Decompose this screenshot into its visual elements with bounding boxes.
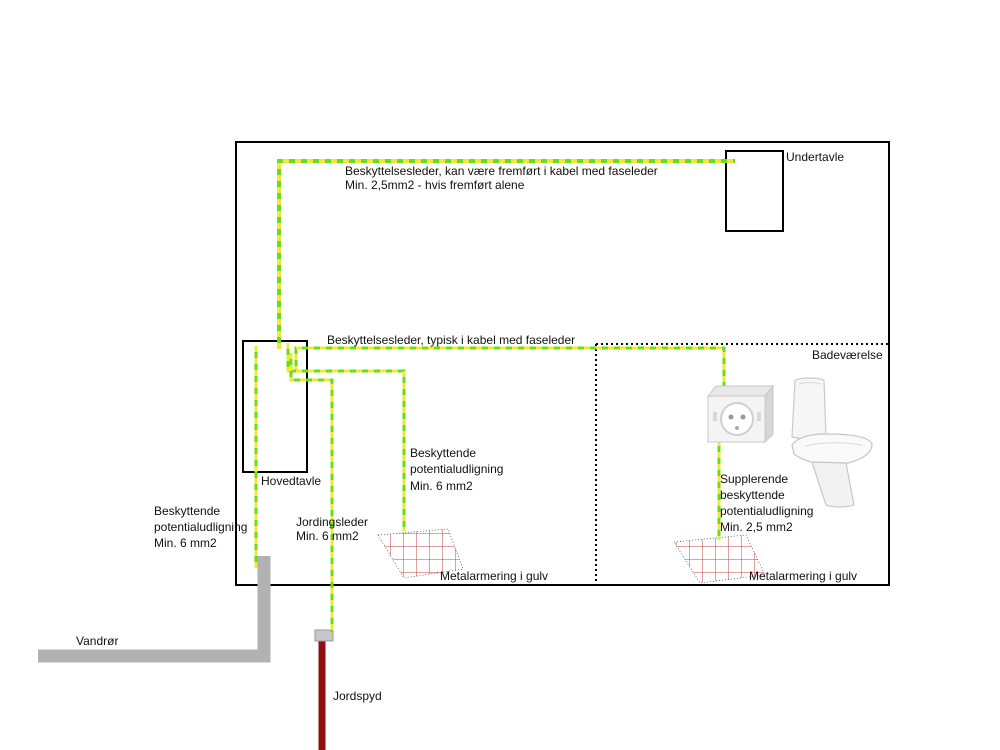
supplementary-bonding-label-3: potentialudligning (720, 504, 814, 518)
conductor-to-bathroom (294, 346, 726, 393)
toilet-icon (791, 377, 873, 508)
equipotential-center-label-3: Min. 6 mm2 (410, 479, 473, 493)
conductor-earthing (289, 353, 334, 632)
supplementary-bonding-label-2: beskyttende (720, 488, 785, 502)
water-pipe-label: Vandrør (76, 634, 119, 648)
rebar-grid-left (377, 528, 464, 579)
earthing-conductor-label-2: Min. 6 mm2 (296, 529, 359, 543)
equipotential-left-label-1: Beskyttende (154, 504, 221, 518)
supplementary-bonding-label-4: Min. 2,5 mm2 (720, 520, 793, 534)
sub-panel-label: Undertavle (786, 150, 845, 164)
equipotential-center-label-1: Beskyttende (410, 446, 477, 460)
sub-panel-box (725, 150, 784, 232)
protective-conductor-top-label-2: Min. 2,5mm2 - hvis fremført alene (345, 178, 525, 192)
water-pipe (38, 556, 271, 663)
ground-rod-clamp (314, 629, 334, 642)
conductor-equipotential-center (286, 343, 406, 531)
socket-icon (706, 384, 775, 444)
main-panel-label: Hovedtavle (261, 474, 322, 488)
conductor-to-subpanel (277, 159, 735, 349)
supplementary-bonding-label-1: Supplerende (720, 472, 789, 486)
earthing-conductor-label-1: Jordingsleder (296, 515, 369, 529)
equipotential-left-label-2: potentialudligning (154, 520, 248, 534)
rebar-grid-right (673, 534, 766, 584)
ground-rod-label: Jordspyd (333, 689, 382, 703)
main-panel-box (242, 340, 308, 473)
building-outline (235, 141, 890, 586)
equipotential-center-label-2: potentialudligning (410, 462, 504, 476)
rebar-right-label: Metalarmering i gulv (749, 569, 858, 583)
equipotential-left-label-3: Min. 6 mm2 (154, 536, 217, 550)
protective-conductor-mid-label: Beskyttelsesleder, typisk i kabel med fa… (327, 333, 576, 347)
rebar-left-label: Metalarmering i gulv (440, 569, 549, 583)
protective-conductor-top-label-1: Beskyttelsesleder, kan være fremført i k… (345, 164, 658, 178)
bathroom-label: Badeværelse (812, 348, 883, 362)
